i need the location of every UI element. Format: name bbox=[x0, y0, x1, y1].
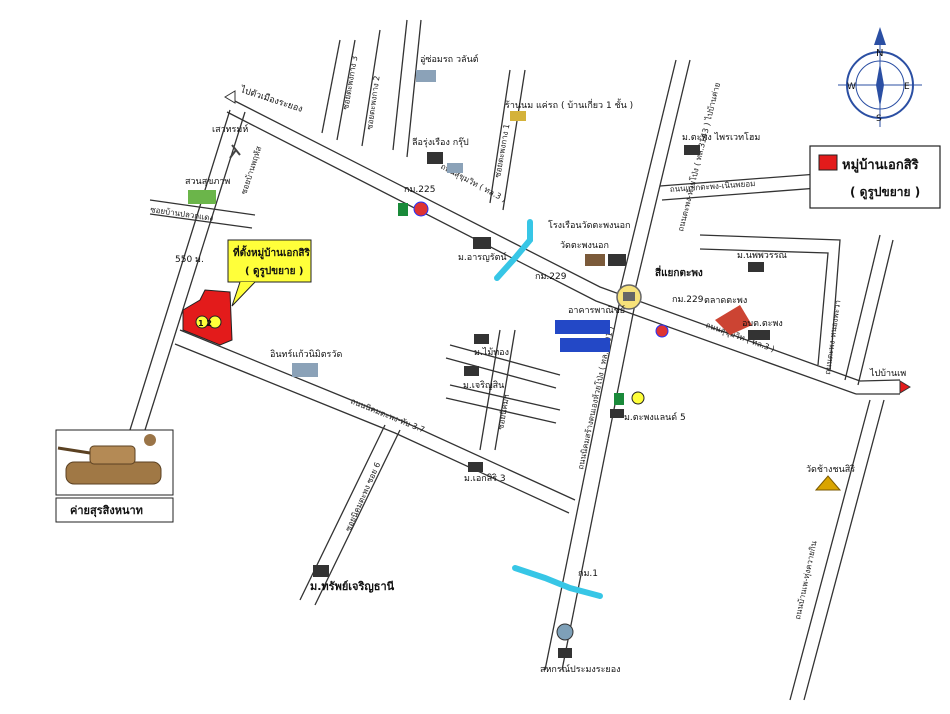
place-lee: ลีอรุ่งเรือง กรุ๊ป bbox=[412, 137, 469, 148]
callout-line2: ( ดูรูปขยาย ) bbox=[245, 265, 304, 278]
to-rayong-label: ไปตัวเมืองระยอง bbox=[238, 84, 304, 115]
marker-3-icon bbox=[631, 391, 645, 405]
commercial-building-icon bbox=[555, 320, 610, 352]
place-km229b: กม.229 bbox=[672, 295, 704, 305]
place-wat-chanthanasiri: วัดช้างชนสิริ bbox=[806, 464, 855, 475]
village-icon bbox=[468, 462, 483, 472]
temple-icon bbox=[585, 254, 605, 266]
village-markers: 1 2 bbox=[198, 319, 212, 328]
tank-icon bbox=[57, 434, 162, 485]
building-icon bbox=[427, 152, 443, 164]
compass-rose: N S E W bbox=[838, 27, 922, 127]
junction-marker-icon bbox=[623, 292, 635, 301]
direction-arrows bbox=[224, 90, 911, 394]
compass-e: E bbox=[904, 82, 910, 92]
road-soi-pharuehat: ซอยบ้านพฤหัส bbox=[239, 145, 263, 196]
village-icon bbox=[313, 565, 329, 577]
place-bridge: โรงเรือนวัดตะพงนอก bbox=[548, 220, 630, 231]
location-callout: ที่ตั้งหมู่บ้านเอกสิริ ( ดูรูปขยาย ) bbox=[227, 239, 312, 307]
temple-icon bbox=[814, 475, 842, 491]
marker-2-icon bbox=[208, 315, 222, 329]
left-road-b bbox=[144, 111, 246, 431]
cafe-icon bbox=[510, 111, 526, 121]
place-km229a: กม.229 bbox=[535, 272, 567, 282]
village-icon bbox=[748, 262, 764, 272]
store-7-icon bbox=[398, 203, 408, 216]
place-m-charoen: ม.เจริญสิน bbox=[463, 380, 504, 391]
legend-box: หมู่บ้านเอกสิริ ( ดูรูปขยาย ) bbox=[809, 145, 941, 209]
place-school-r: ม.ตะพง ไพรเวทโฮม bbox=[682, 132, 760, 143]
place-police: อบต.ตะพง bbox=[742, 319, 783, 329]
place-km225: กม.225 bbox=[404, 185, 435, 195]
legend-subtitle: ( ดูรูปขยาย ) bbox=[850, 185, 920, 200]
village-icon bbox=[464, 366, 479, 376]
park-icon bbox=[188, 190, 216, 204]
road-tapong: ถนนตะพง-ห้วยโป่ง ( ทล.3143 ) ไปบ้านค่าย bbox=[675, 81, 722, 232]
to-ban-phe-label: ไปบ้านเพ bbox=[869, 368, 906, 379]
cooperative-icon bbox=[556, 623, 574, 641]
place-suan-suk: สวนสุขภาพ bbox=[185, 177, 230, 187]
place-building: อาคารพาณิชย์ bbox=[568, 304, 625, 316]
gas-station-icon bbox=[655, 324, 669, 338]
arrow-left-icon bbox=[224, 90, 236, 104]
place-wat-tapong: วัดตะพงนอก bbox=[560, 241, 609, 251]
market-icon bbox=[715, 305, 752, 335]
place-sao-rom: เสาทรมห์ bbox=[212, 123, 248, 135]
road-soi-3: ซอยตะพงกาง 3 bbox=[341, 55, 359, 110]
road-nong: ถนนตะพง-หนองพะวา bbox=[823, 299, 842, 375]
marker-1-icon bbox=[195, 315, 209, 329]
store-7-icon bbox=[614, 393, 624, 405]
place-garage: อู่ซ่อมรถ วลันต์ bbox=[420, 53, 479, 65]
house-icon bbox=[684, 145, 700, 155]
distance-label: 550 ม. bbox=[175, 255, 204, 265]
place-m-sap: ม.ทรัพย์เจริญธานี bbox=[310, 580, 395, 593]
legend-title: หมู่บ้านเอกสิริ bbox=[842, 157, 919, 173]
place-cafe: ร้านนม แค่รถ ( บ้านเกี่ยว 1 ชั้น ) bbox=[505, 98, 633, 111]
road-ban-phe: ถนนแยกตะพง-เนินพยอม bbox=[670, 179, 756, 194]
road-network bbox=[129, 19, 901, 701]
place-kor-sor-mor: สหกรณ์ประมงระยอง bbox=[540, 663, 621, 675]
village-icon bbox=[474, 334, 489, 344]
office-icon bbox=[748, 330, 770, 340]
arrow-right-icon bbox=[899, 380, 911, 394]
place-m-maithong: ม.ไม้ทอง bbox=[474, 347, 509, 358]
place-m-eksiri3: ม.เอกสิริ 3 bbox=[464, 473, 506, 484]
sukhumvit-road-north bbox=[226, 96, 861, 382]
compass-n: N bbox=[876, 48, 883, 59]
place-m-tapong5: ม.ตะพงแลนด์ 5 bbox=[624, 411, 686, 423]
gas-station-icon bbox=[413, 201, 429, 217]
camp-panel: ค่ายสุรสิงหนาท bbox=[55, 429, 174, 523]
place-km1: กม.1 bbox=[578, 569, 598, 579]
village-icon bbox=[473, 237, 491, 249]
place-m-noppaworn: ม.นพพวรรณ bbox=[737, 251, 787, 261]
place-factory: อินทร์แก้วนิมิตรวัด bbox=[270, 348, 342, 360]
north-arrow-icon bbox=[874, 27, 886, 45]
road-soi-2: ซอยตะพงกาง 2 bbox=[365, 75, 381, 130]
camp-label: ค่ายสุรสิงหนาท bbox=[70, 504, 143, 518]
compass-s: S bbox=[876, 114, 882, 124]
sukhumvit-road-south bbox=[226, 111, 857, 395]
village-plot bbox=[182, 289, 233, 346]
tower-icon bbox=[229, 144, 241, 159]
factory-icon bbox=[292, 363, 318, 377]
legend-swatch bbox=[818, 154, 838, 171]
streams bbox=[494, 219, 603, 599]
road-nikom: ถนนนิคมตะพง-ทับ 3.7 bbox=[349, 397, 426, 435]
place-market: ตลาดตะพง bbox=[704, 296, 747, 306]
place-junction: สี่แยกตะพง bbox=[655, 265, 703, 279]
place-m-araya: ม.อารญรัตน์ bbox=[458, 251, 507, 263]
compass-w: W bbox=[847, 82, 856, 92]
callout-line1: ที่ตั้งหมู่บ้านเอกสิริ bbox=[233, 245, 311, 260]
garage-icon bbox=[416, 70, 436, 82]
left-road-a bbox=[129, 109, 231, 431]
